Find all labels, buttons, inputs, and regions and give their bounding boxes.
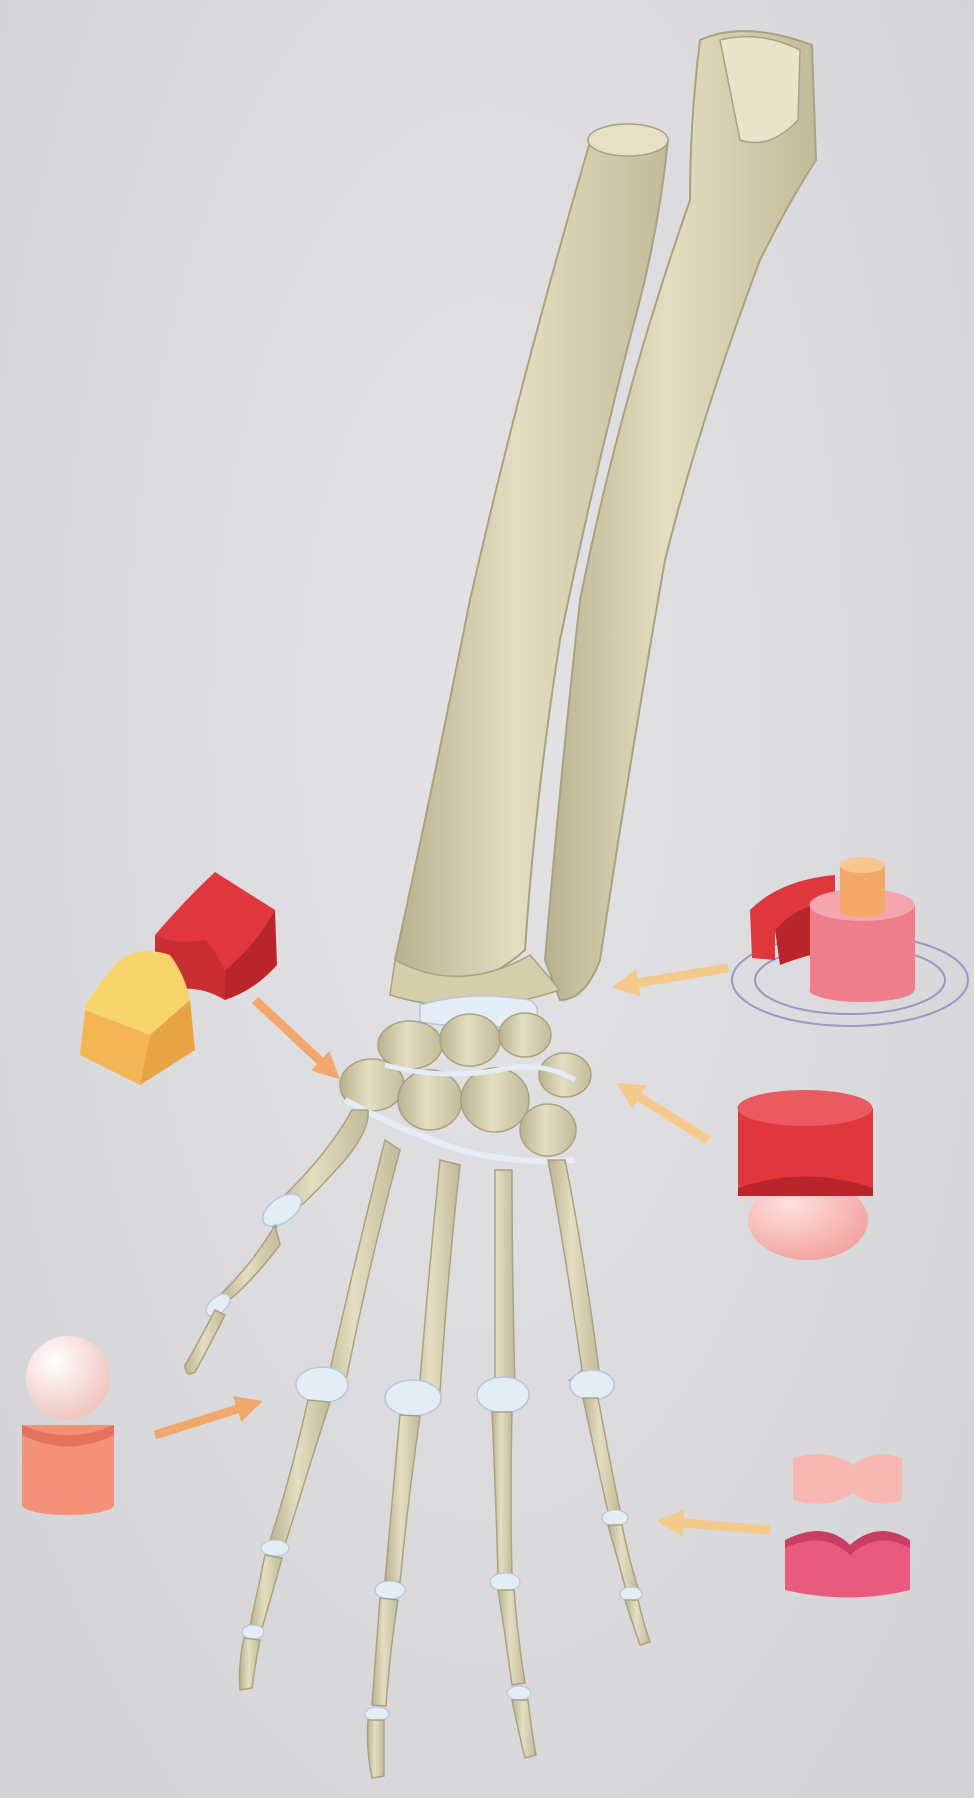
arrow-to-radiocarpal [628,1090,708,1140]
pivot-joint-model [732,857,968,1026]
condyloid-joint-model [738,1090,874,1260]
ball-and-socket-joint-model [22,1336,114,1515]
arrow-to-carpometacarpal [255,1000,330,1070]
carpal-bones [340,996,591,1161]
arrow-to-metacarpophalangeal [155,1405,250,1435]
finger-little [548,1160,650,1645]
arrow-to-distal-radioulnar [625,968,728,985]
finger-middle [365,1160,460,1778]
saddle-joint-model [80,872,277,1085]
finger-ring [477,1170,536,1758]
arrow-to-interphalangeal [670,1522,770,1530]
hinge-joint-model [785,1454,910,1597]
